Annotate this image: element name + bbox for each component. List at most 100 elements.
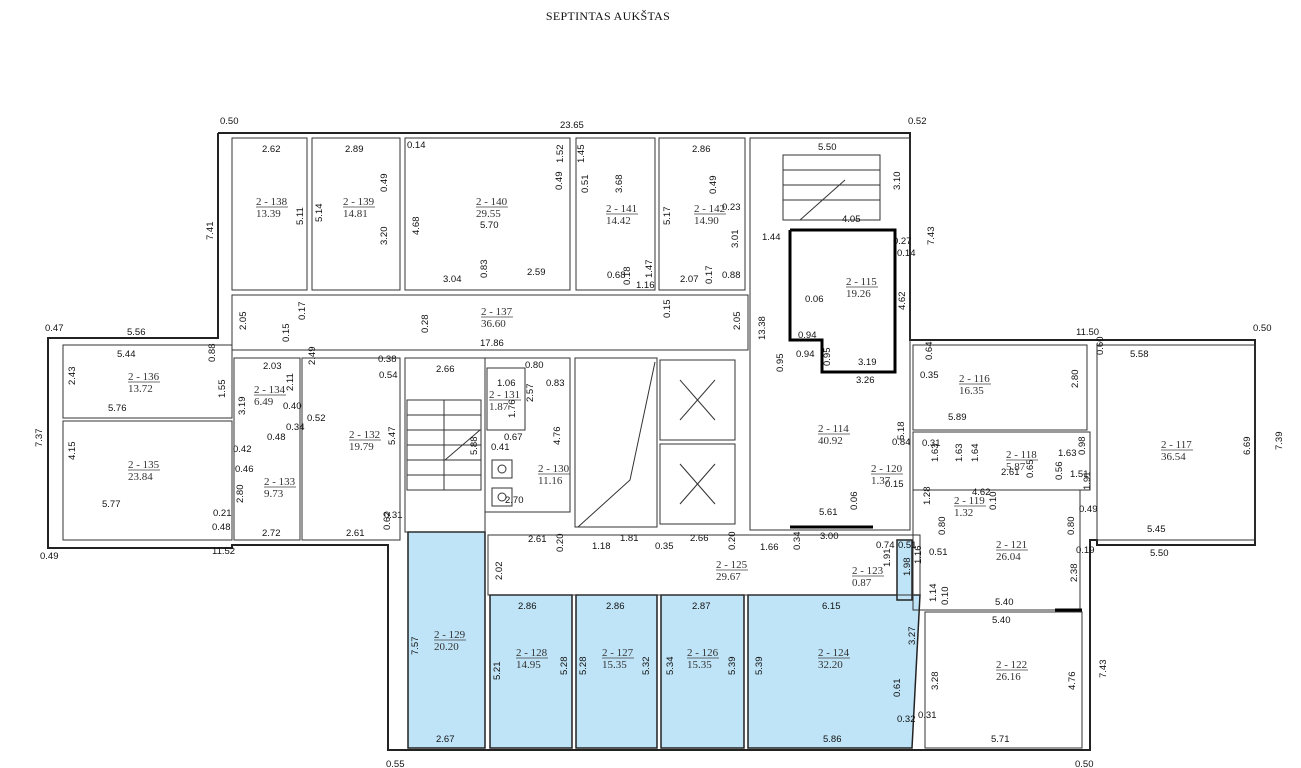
- room-2-127-highlight[interactable]: [575, 594, 658, 749]
- dimension-label: 5.47: [387, 427, 398, 446]
- dimension-label: 11.52: [212, 546, 235, 557]
- room-2-123-highlight[interactable]: [896, 539, 913, 601]
- dimension-label: 2.62: [262, 144, 281, 155]
- dimension-label: 3.10: [892, 172, 903, 191]
- dimension-label: 0.74: [876, 540, 895, 551]
- room-2-128-highlight[interactable]: [489, 594, 573, 749]
- room-2-126-highlight[interactable]: [660, 594, 745, 749]
- dimension-label: 5.17: [662, 207, 673, 226]
- room-number: 2 - 121: [996, 539, 1027, 551]
- dimension-label: 0.84: [892, 437, 911, 448]
- room-area: 26.04: [996, 551, 1021, 563]
- dimension-label: 0.47: [45, 323, 64, 334]
- dimension-label: 0.54: [379, 370, 398, 381]
- dimension-label: 2.05: [732, 312, 743, 331]
- room-area: 15.35: [687, 659, 712, 671]
- dimension-label: 2.70: [505, 495, 524, 506]
- dimension-label: 0.88: [722, 270, 741, 281]
- dimension-label: 0.67: [504, 432, 523, 443]
- dimension-label: 5.86: [823, 734, 842, 745]
- room-area: 36.60: [481, 318, 506, 330]
- dimension-label: 5.50: [1150, 548, 1169, 559]
- dimension-label: 1.64: [970, 444, 981, 463]
- room-area: 14.95: [516, 659, 541, 671]
- room-area: 29.55: [476, 208, 501, 220]
- dimension-label: 0.34: [792, 532, 803, 551]
- dimension-label: 0.20: [727, 532, 738, 551]
- dimension-label: 5.88: [469, 437, 480, 456]
- dimension-label: 0.52: [307, 413, 326, 424]
- room-number: 2 - 135: [128, 459, 160, 471]
- room-number: 2 - 120: [871, 463, 903, 475]
- room-area: 19.79: [349, 441, 374, 453]
- room-number: 2 - 130: [538, 463, 570, 475]
- dimension-label: 0.49: [554, 172, 565, 191]
- room-2-124-highlight[interactable]: [747, 594, 921, 749]
- dimension-label: 2.61: [528, 534, 547, 545]
- room-number: 2 - 122: [996, 659, 1027, 671]
- dimension-label: 1.91: [882, 549, 893, 568]
- room-area: 14.81: [343, 208, 368, 220]
- dimension-label: 0.48: [212, 522, 231, 533]
- dimension-label: 0.88: [207, 344, 218, 363]
- dimension-label: 0.94: [796, 349, 815, 360]
- dimension-label: 0.06: [805, 294, 824, 305]
- dimension-label: 0.31: [384, 510, 403, 521]
- room-number: 2 - 142: [694, 203, 725, 215]
- dimension-label: 1.51: [1070, 469, 1089, 480]
- room-area: 36.54: [1161, 451, 1186, 463]
- room-number: 2 - 125: [716, 559, 748, 571]
- dimension-label: 0.51: [580, 175, 591, 194]
- room-area: 40.92: [818, 435, 843, 447]
- dimension-label: 1.47: [644, 260, 655, 279]
- room-number: 2 - 141: [606, 203, 637, 215]
- dimension-label: 0.15: [885, 479, 904, 490]
- dimension-label: 5.70: [480, 220, 499, 231]
- dimension-label: 0.38: [378, 354, 397, 365]
- dimension-label: 3.00: [820, 531, 839, 542]
- room-number: 2 - 129: [434, 629, 466, 641]
- dimension-label: 7.41: [205, 222, 216, 241]
- dimension-label: 2.67: [436, 734, 455, 745]
- dimension-label: 0.49: [379, 174, 390, 193]
- dimension-label: 3.19: [858, 357, 877, 368]
- room-number: 2 - 137: [481, 306, 513, 318]
- dimension-label: 0.46: [235, 464, 254, 475]
- room-area: 13.72: [128, 383, 153, 395]
- dimension-label: 0.49: [708, 176, 719, 195]
- dimension-label: 2.49: [307, 347, 318, 366]
- dimension-label: 0.52: [908, 116, 927, 127]
- dimension-label: 0.61: [892, 679, 903, 698]
- dimension-label: 0.64: [924, 342, 935, 361]
- dimension-label: 5.40: [992, 615, 1011, 626]
